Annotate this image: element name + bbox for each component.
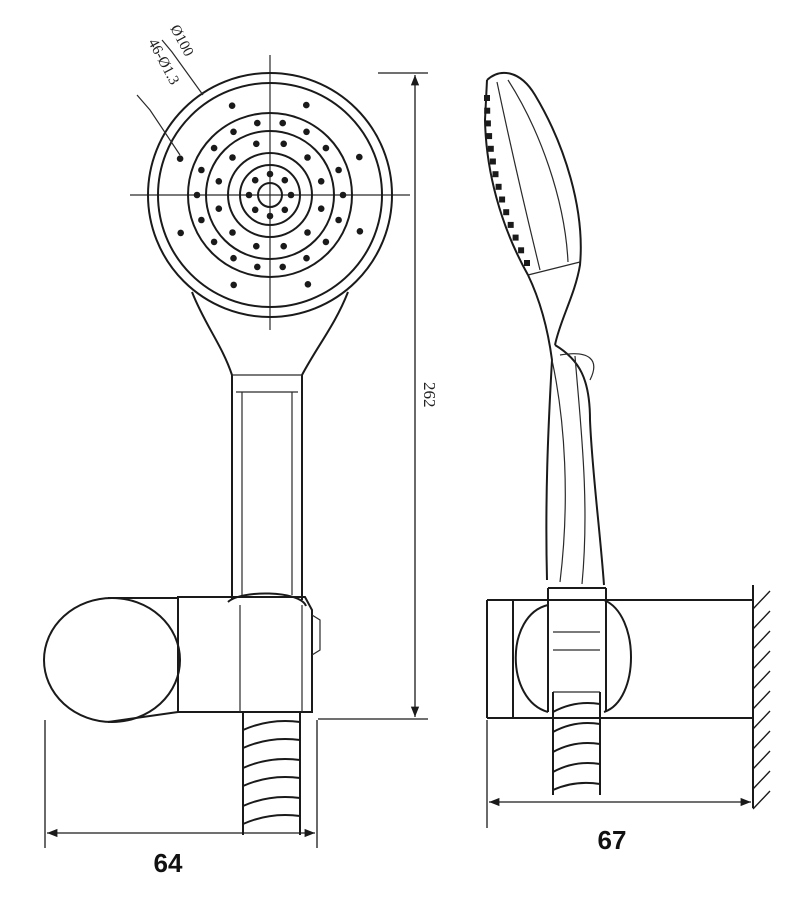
nozzle-hole [198,166,205,174]
nozzle-hole [356,153,363,161]
nozzle-hole [176,155,184,162]
nozzle-hole [229,154,236,161]
hose-front [242,712,301,835]
nozzle-hole [229,229,236,236]
nozzle-hole [304,281,312,288]
hatch-line [752,750,771,770]
nozzle-hole [193,191,201,199]
nozzle-hole [303,101,310,109]
handle-outline [191,291,349,600]
nozzle-hole [317,178,325,185]
hatch-line [752,710,771,730]
nozzle-hole [210,238,218,246]
head-face-profile [483,79,529,276]
nozzle-hole [287,191,295,199]
nozzle-hole [251,206,259,214]
side-nozzle-row [484,95,530,266]
hatch-line [752,650,771,670]
height-label: 262 [420,382,439,408]
head-back-profile [486,72,582,346]
side-nozzle [489,158,496,165]
nozzle-hole [215,178,223,185]
nozzle-hole [280,140,288,148]
nozzle-hole [266,170,274,178]
nozzle-hole [281,206,289,214]
hatch-line [752,590,771,610]
side-nozzle [492,171,499,178]
shower-head-face [147,72,393,318]
nozzle-hole [279,263,287,271]
hatch-line [752,690,771,710]
nozzle-hole [230,128,237,136]
nozzle-hole [252,140,260,148]
nozzle-hole [317,205,325,212]
hatch-line [752,790,771,810]
nozzle-hole [335,166,342,174]
side-nozzle [495,183,502,190]
nozzle-hole [210,144,218,152]
side-handle-back [554,344,605,586]
nozzle-hole [245,191,253,199]
hatch-line [752,610,771,630]
nozzle-hole [339,191,347,199]
wall-holder-front [43,592,321,835]
side-nozzle [499,196,506,203]
nozzle-hole [251,176,259,184]
nozzle-hole [356,228,364,235]
nozzle-hole [177,229,184,237]
side-view: 67 [483,72,771,855]
side-nozzle [524,260,530,266]
hatch-line [752,730,771,750]
nozzle-hole [322,238,330,246]
nozzle-hole [304,154,311,161]
nozzle-holes [176,101,364,289]
center-nozzle [257,182,283,208]
nozzle-hole [266,212,274,220]
nozzle-hole [322,144,330,152]
nozzle-hole [215,205,223,212]
nozzle-hole [253,263,261,271]
hatch-line [752,770,771,790]
front-width-label: 64 [154,848,183,878]
side-handle-front [527,274,554,581]
front-view: Ø100 46-Ø1.3 64 [43,22,439,878]
side-nozzle [484,95,490,101]
hatch-line [752,630,771,650]
wall-holder-side [486,587,753,795]
side-nozzle [486,133,493,140]
nozzle-hole [280,242,288,250]
nozzle-hole [335,216,342,224]
side-nozzle [484,120,491,127]
nozzle-hole [281,176,289,184]
head-outer-rim [147,72,393,318]
hatch-line [752,670,771,690]
nozzle-hole [230,254,237,262]
side-nozzle [503,209,510,216]
side-nozzle [507,221,514,228]
nozzle-hole [252,242,260,250]
nozzle-hole [230,281,237,289]
side-width-label: 67 [598,825,627,855]
holder-knob [43,597,181,723]
nozzle-hole [253,119,261,127]
head-diameter-label: Ø100 [166,22,196,59]
nozzle-hole [198,216,205,224]
nozzle-hole [228,102,236,109]
side-nozzle [484,107,491,114]
diameter-leader [161,39,204,96]
nozzle-leader [136,94,181,156]
wall-hatching [752,590,771,810]
side-nozzle [487,145,494,152]
side-nozzle [518,247,525,254]
nozzle-hole [303,254,310,262]
nozzle-hole [303,128,310,136]
nozzle-hole [279,119,287,127]
nozzle-hole [304,229,311,236]
side-nozzle [512,234,519,241]
